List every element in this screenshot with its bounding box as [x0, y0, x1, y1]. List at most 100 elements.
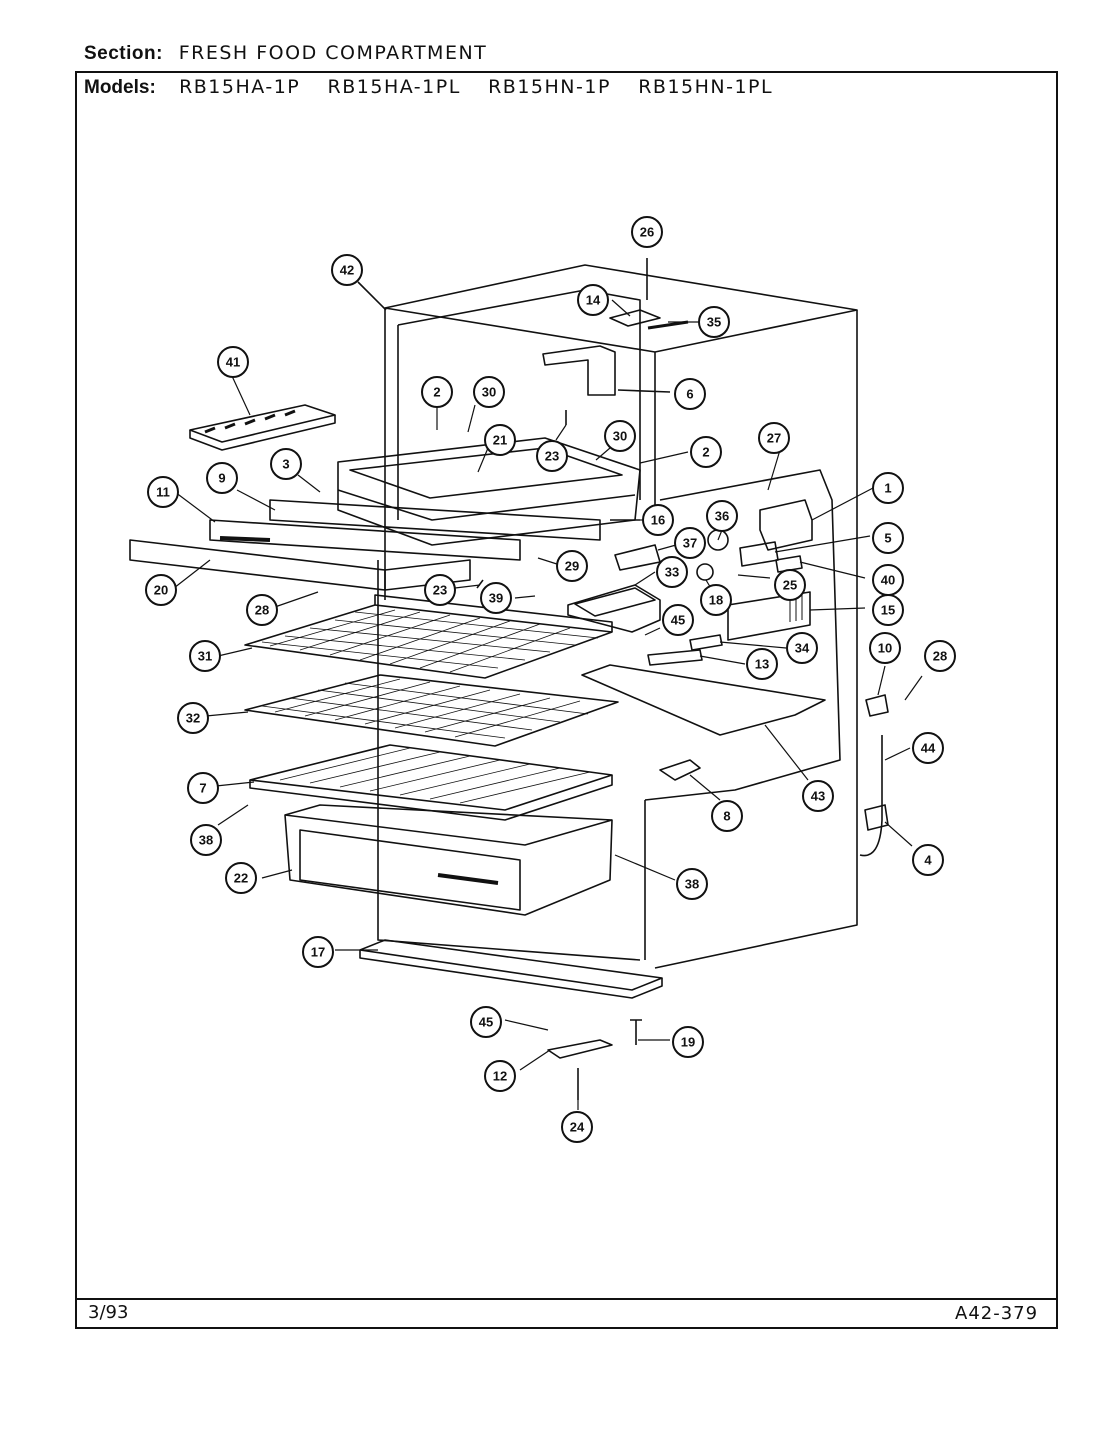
callout-circle	[470, 1006, 502, 1038]
callout-36: 36	[706, 500, 738, 532]
leader-33	[634, 571, 656, 586]
callout-number: 18	[709, 593, 723, 608]
leader-40	[799, 561, 866, 579]
callout-38: 38	[190, 824, 222, 856]
callout-number: 2	[433, 385, 440, 400]
callout-38: 38	[676, 868, 708, 900]
callout-25: 25	[774, 569, 806, 601]
callout-2: 2	[421, 376, 453, 408]
callout-number: 42	[340, 263, 354, 278]
tray-33-top	[574, 587, 656, 617]
callout-33: 33	[656, 556, 688, 588]
callout-number: 14	[586, 293, 601, 308]
tray-41-front	[189, 415, 336, 451]
top-vent-35	[647, 320, 689, 330]
leader-14	[611, 299, 631, 317]
leader-30a	[467, 404, 476, 433]
callout-number: 2	[702, 445, 709, 460]
leader-45a	[644, 627, 661, 636]
callout-number: 19	[681, 1035, 695, 1050]
leader-7	[215, 781, 255, 787]
leader-2b	[639, 451, 689, 464]
leader-30b	[595, 447, 611, 461]
leader-20	[173, 559, 211, 589]
callout-13: 13	[746, 648, 778, 680]
callout-44: 44	[912, 732, 944, 764]
diagram-frame	[75, 71, 1058, 1329]
revision-date: 3/93	[88, 1302, 129, 1323]
callout-number: 20	[154, 583, 168, 598]
grommet-18	[696, 563, 714, 581]
callout-6: 6	[674, 378, 706, 410]
callout-1: 1	[872, 472, 904, 504]
models-label: Models:	[84, 77, 156, 98]
leader-44	[884, 747, 911, 761]
callout-circle	[484, 1060, 516, 1092]
callout-number: 29	[565, 559, 579, 574]
callout-circle	[700, 584, 732, 616]
callout-number: 45	[479, 1015, 493, 1030]
leader-13	[699, 655, 746, 665]
housing-21-front	[337, 489, 636, 521]
callout-circle	[145, 574, 177, 606]
callout-number: 13	[755, 657, 769, 672]
callout-circle	[672, 1026, 704, 1058]
callout-circle	[190, 824, 222, 856]
callout-number: 33	[665, 565, 679, 580]
callout-number: 17	[311, 945, 325, 960]
callout-number: 3	[282, 457, 289, 472]
callout-37: 37	[674, 527, 706, 559]
leader-27	[767, 449, 781, 491]
top-vent-14	[609, 309, 661, 327]
callout-circle	[674, 378, 706, 410]
callout-circle	[331, 254, 363, 286]
callout-circle	[189, 640, 221, 672]
callout-number: 38	[199, 833, 213, 848]
callout-number: 28	[255, 603, 269, 618]
rail-11-slot	[219, 536, 271, 542]
callout-11: 11	[147, 476, 179, 508]
callout-circle	[676, 868, 708, 900]
callout-15: 15	[872, 594, 904, 626]
leader-37	[657, 544, 677, 551]
callout-32: 32	[177, 702, 209, 734]
callout-circle	[642, 504, 674, 536]
callout-number: 15	[881, 603, 895, 618]
rail-9	[269, 499, 601, 541]
callout-27: 27	[758, 422, 790, 454]
callout-number: 23	[433, 583, 447, 598]
callout-number: 12	[493, 1069, 507, 1084]
callout-20: 20	[145, 574, 177, 606]
crisper-cover-7	[249, 744, 613, 811]
callout-3: 3	[270, 448, 302, 480]
leader-8	[689, 774, 721, 801]
leader-25	[737, 574, 771, 579]
callout-circle	[421, 376, 453, 408]
callout-number: 11	[156, 485, 170, 500]
leader-28a	[271, 591, 319, 609]
leader-42	[357, 281, 387, 311]
callout-circle	[674, 527, 706, 559]
callout-circle	[711, 800, 743, 832]
callout-circle	[561, 1111, 593, 1143]
screw-19	[630, 1019, 642, 1045]
callout-circle	[536, 440, 568, 472]
callout-45: 45	[470, 1006, 502, 1038]
thermostat-1	[759, 499, 813, 551]
callout-42: 42	[331, 254, 363, 286]
callout-17: 17	[302, 936, 334, 968]
model-number: RB15HN-1P	[488, 76, 611, 98]
callout-circle	[656, 556, 688, 588]
callout-14: 14	[577, 284, 609, 316]
callout-21: 21	[484, 424, 516, 456]
crisper-cover-7-edge	[249, 775, 613, 821]
callout-circle	[473, 376, 505, 408]
switch-5	[739, 541, 779, 567]
callout-23: 23	[536, 440, 568, 472]
callout-circle	[424, 574, 456, 606]
leader-34	[719, 641, 787, 649]
callout-circle	[480, 582, 512, 614]
callout-circle	[604, 420, 636, 452]
